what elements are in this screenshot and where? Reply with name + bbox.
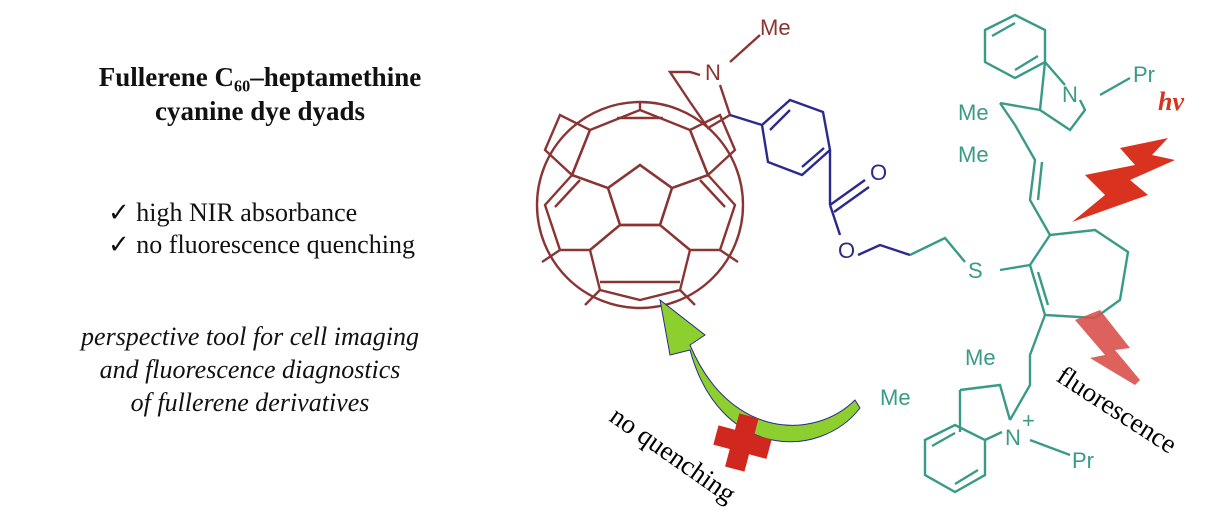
hv-label: hν: [1158, 87, 1184, 116]
atom-me-bottom-2: Me: [880, 385, 911, 410]
title-line-1: Fullerene C₆₀–heptamethine: [98, 62, 422, 92]
charge-plus: +: [1022, 408, 1035, 433]
atom-pr-top: Pr: [1133, 62, 1155, 87]
atom-n-top: N: [1062, 82, 1078, 107]
pyrrolidine-ring: [667, 34, 761, 130]
no-quenching-label: no quenching: [605, 400, 742, 508]
atom-o-ester: O: [838, 238, 855, 263]
title-line-2: cyanine dye dyads: [154, 96, 366, 126]
cross-icon: [713, 413, 772, 472]
atom-me-top-2: Me: [958, 142, 989, 167]
atom-pr-bottom: Pr: [1072, 448, 1094, 473]
summary-line-2: and fluorescence diagnostics: [99, 355, 401, 384]
summary-line-3: of fullerene derivatives: [130, 388, 370, 417]
atom-n-pyrrolidine: N: [705, 60, 721, 85]
atom-me-top-1: Me: [958, 100, 989, 125]
benzoate-linker: [729, 98, 911, 257]
atom-o-carbonyl: O: [870, 160, 887, 185]
cyanine-dye: [909, 13, 1131, 494]
fluorescence-label: fluorescence: [1052, 360, 1183, 459]
feature-nir-absorbance: ✓ high NIR absorbance: [108, 198, 358, 227]
excitation-lightning-icon: [1072, 138, 1175, 222]
fullerene-c60: [535, 100, 745, 310]
emission-lightning-icon: [1075, 310, 1140, 385]
feature-no-quenching: ✓ no fluorescence quenching: [108, 230, 415, 259]
atom-me-pyrrolidine: Me: [760, 15, 791, 40]
quenching-arrow: [659, 298, 861, 443]
atom-n-plus: N: [1005, 425, 1021, 450]
atom-s: S: [968, 258, 983, 283]
atom-me-bottom-1: Me: [965, 345, 996, 370]
summary-line-1: perspective tool for cell imaging: [81, 322, 419, 351]
